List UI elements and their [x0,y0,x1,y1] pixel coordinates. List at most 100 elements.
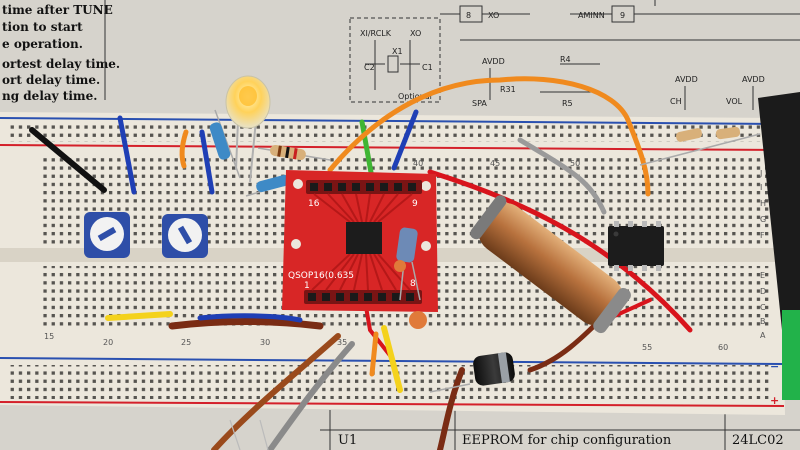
brown-wire-diagonal [211,333,341,450]
label-r5: R5 [562,99,573,108]
yellow-wire-vertical [381,325,403,393]
bottom-rail-red-line [0,401,785,407]
orange-long-wire [327,76,651,197]
bottom-rail-plus-sign: + [770,394,779,407]
row-c: C [760,303,766,312]
label-xo: XO [410,29,421,38]
gray-wire-diagonal [267,341,355,450]
adapter-bottom-header [304,290,422,304]
instruction-line-3: e operation. [2,37,83,51]
label-r31: R31 [500,85,516,94]
instruction-line-1: time after TUNE [2,3,113,17]
brown-wire-horizontal [168,318,324,330]
row-e: E [760,271,765,280]
col-30: 30 [260,338,270,347]
label-r4: R4 [560,55,571,64]
label-pin-xo: XO [488,11,499,20]
top-rail-blue-line [0,117,781,125]
col-25: 25 [181,338,191,347]
row-j: J [759,169,762,178]
instruction-line-2: tion to start [2,20,83,34]
label-optional: Optional [398,92,432,101]
row-d: D [760,287,766,296]
adapter-top-header [306,180,422,194]
row-f: F [760,231,765,240]
label-aminn: AMINN [578,11,605,20]
table-part: 24LC02 [732,433,784,448]
black-wire-left [29,127,107,193]
label-xi-rclk: XI/RCLK [360,29,392,38]
column-numbers: 15 20 25 30 35 40 45 50 55 60 [44,159,728,352]
qsop16-chip [346,222,382,254]
blue-wire-left [117,115,137,195]
col-55: 55 [642,343,652,352]
green-pcb-edge [782,310,800,400]
trimmer-pot-1 [84,212,130,258]
bottom-rail-minus-sign: − [770,360,779,373]
component-table: U1 EEPROM for chip configuration 24LC02 [338,433,784,448]
col-45: 45 [490,159,500,168]
instruction-line-6: ng delay time. [2,89,97,103]
label-spa: SPA [472,99,487,108]
label-avdd-2: AVDD [675,75,698,84]
right-dark-housing [758,92,800,330]
adapter-pin-8-label: 8 [410,279,416,289]
row-h: H [760,199,766,208]
label-vol: VOL [726,97,743,106]
yellow-wire-horizontal [105,311,173,321]
instruction-line-4: ortest delay time. [2,57,120,71]
top-rail-red-line [0,144,781,151]
row-g: G [760,215,766,224]
bottom-wire-strands [229,419,269,450]
label-pin-8: 8 [466,11,471,20]
dip8-ic [608,221,664,271]
red-wire-long [427,169,693,333]
label-avdd-3: AVDD [742,75,765,84]
top-rail-holes [10,124,770,142]
adapter-traces [311,193,413,291]
trimmer-pot-2 [162,214,208,258]
led [225,75,271,183]
qsop-adapter-board: 16 9 QSOP16(0.635 1 8 [282,170,438,312]
ferrite-coil [470,195,631,334]
blue-wire-middle [199,129,215,195]
label-c1: C1 [422,63,433,72]
label-avdd-1: AVDD [482,57,505,66]
brown-wire-bottom [437,367,465,450]
label-x1: X1 [392,47,403,56]
label-c2: C2 [364,63,375,72]
resistor-tan-1 [257,144,331,161]
col-50: 50 [570,159,580,168]
table-description: EEPROM for chip configuration [462,433,672,448]
adapter-pin-9-label: 9 [412,199,418,209]
table-ref: U1 [338,433,357,448]
blue-wire-right [391,109,419,171]
row-b: B [760,317,766,326]
col-15: 15 [44,332,54,341]
instruction-line-5: ort delay time. [2,73,100,87]
row-a: A [760,331,766,340]
ceramic-capacitor-1 [409,311,427,329]
adapter-pin-16-label: 16 [308,199,320,209]
col-60: 60 [718,343,728,352]
col-35: 35 [337,338,347,347]
electrolytic-capacitor [429,352,515,393]
blue-wire-horizontal [197,313,303,323]
col-40: 40 [413,159,423,168]
orange-wire-vertical [369,331,379,377]
adapter-pin-1-label: 1 [304,281,310,291]
orange-short-wire [179,129,189,169]
col-20: 20 [103,338,113,347]
gray-wire [517,137,607,215]
ceramic-capacitor-2 [394,260,406,272]
adapter-board-label: QSOP16(0.635 [288,271,354,281]
row-i: I [760,183,762,192]
bottom-rail-holes [10,365,772,399]
green-wire [359,119,375,181]
schematic-labels: XI/RCLK XO C2 C1 X1 Optional 8 XO AMINN … [360,11,765,108]
label-pin-9: 9 [620,11,625,20]
row-letters: J I H G F E D C B A [759,169,766,340]
schematic-drawing [104,0,800,450]
